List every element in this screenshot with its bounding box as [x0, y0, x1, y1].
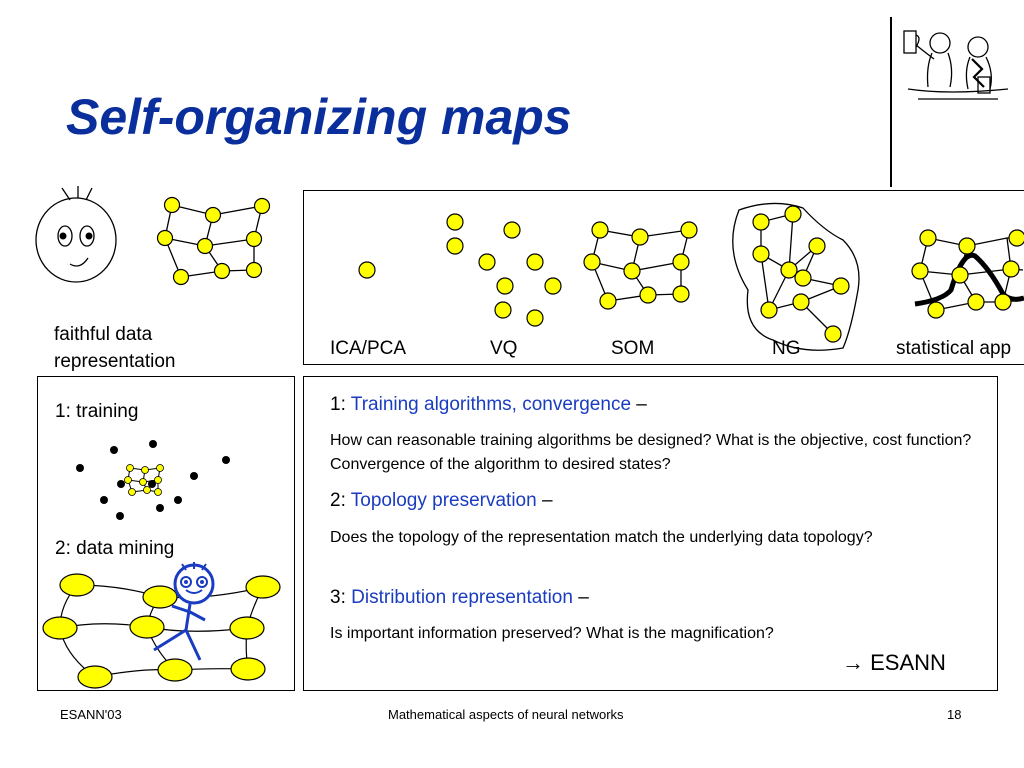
footer-page-number: 18 [947, 707, 962, 722]
question-1-dash: – [636, 394, 647, 415]
training-scatter-diagram [76, 440, 230, 520]
questions-panel [303, 376, 998, 691]
method-label-statistical: statistical app [896, 338, 1012, 359]
footer-course-title: Mathematical aspects of neural networks [388, 707, 624, 722]
ng-nodes [752, 205, 850, 343]
question-1-topic: Training algorithms, convergence [350, 394, 632, 415]
method-label-som: SOM [611, 338, 655, 359]
esann-reference: → ESANN [842, 650, 946, 676]
arrow-right-icon: → [842, 650, 864, 675]
method-label-ng: NG [772, 338, 801, 359]
face-caption: faithful data representation [54, 324, 176, 372]
method-label-vq: VQ [490, 338, 518, 359]
question-2-text: Does the topology of the representation … [330, 529, 873, 546]
methods-diagrams [358, 202, 1024, 351]
footer-conference: ESANN'03 [60, 707, 122, 722]
question-3-dash: – [578, 587, 589, 608]
reference-label: ESANN [870, 650, 946, 675]
question-2-dash: – [541, 490, 553, 511]
stat-nodes [911, 229, 1024, 319]
question-1-number: 1: [330, 394, 346, 415]
data-mining-map-diagram [42, 562, 281, 689]
question-3-topic: Distribution representation [351, 587, 573, 608]
method-label-ica: ICA/PCA [330, 338, 407, 359]
grid-network-diagram [156, 196, 271, 286]
question-2-topic: Topology preservation [350, 490, 537, 511]
question-3-text: Is important information preserved? What… [330, 625, 774, 642]
som-nodes [583, 221, 698, 310]
question-2-heading: 2: Topology preservation – [330, 490, 553, 512]
question-2-number: 2: [330, 490, 346, 511]
ica-node [358, 261, 376, 279]
vertical-divider [890, 17, 892, 187]
question-3-heading: 3: Distribution representation – [330, 587, 589, 609]
vq-nodes [446, 213, 562, 327]
question-1-heading: 1: Training algorithms, convergence – [330, 394, 647, 416]
left-panel [37, 376, 295, 691]
stick-figure-icon [153, 562, 215, 661]
training-label: 1: training [55, 401, 139, 422]
question-3-number: 3: [330, 587, 346, 608]
question-1-text: How can reasonable training algorithms b… [330, 432, 972, 473]
beer-drinkers-cartoon-icon [903, 30, 1009, 100]
methods-panel [303, 190, 1024, 365]
smiley-face-icon [35, 186, 117, 283]
data-mining-label: 2: data mining [55, 538, 175, 559]
page-title: Self-organizing maps [66, 89, 572, 145]
